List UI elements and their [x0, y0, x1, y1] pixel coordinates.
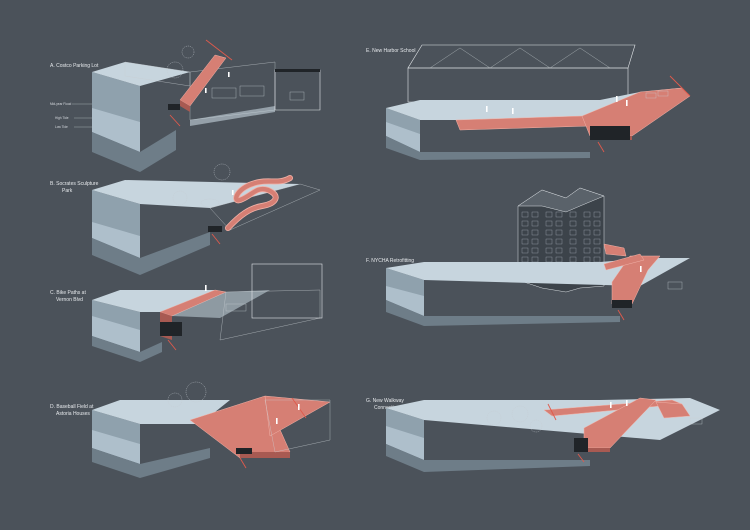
panel-d: D. Baseball Field at Astoria Houses	[50, 381, 331, 478]
panel-e: E. New Harbor School	[366, 44, 691, 160]
walkway	[603, 253, 645, 271]
window-cell	[521, 211, 529, 218]
panel-f-title: F. NYCHA Retrofitting	[366, 258, 414, 264]
panel-a: A. Costco Parking Lot Mid-year Flood Hig…	[50, 39, 321, 172]
level-label: Mid-year Flood	[50, 102, 71, 106]
window-cell	[593, 220, 601, 227]
walkway	[603, 243, 627, 257]
window-cell	[545, 220, 553, 227]
window-cell	[569, 247, 577, 254]
window-cell	[583, 229, 591, 236]
window-cell	[583, 220, 591, 227]
window-cell	[555, 238, 563, 245]
window-cell	[555, 247, 563, 254]
window-cell	[593, 229, 601, 236]
window-cell	[593, 247, 601, 254]
window-cell	[521, 229, 529, 236]
panel-g-title: G. New Walkway	[366, 398, 404, 404]
window-cell	[569, 211, 577, 218]
window-cell	[531, 211, 539, 218]
window-cell	[555, 211, 563, 218]
window-cell	[583, 211, 591, 218]
window-cell	[531, 220, 539, 227]
panel-d-title: D. Baseball Field at	[50, 404, 94, 410]
window-cell	[545, 229, 553, 236]
panel-b: B. Socrates Sculpture Park	[50, 163, 321, 275]
panel-c-title-line2: Vernon Blvd	[56, 297, 83, 303]
window-cell	[531, 229, 539, 236]
window-cell	[569, 238, 577, 245]
panel-c-title: C. Bike Paths at	[50, 290, 86, 296]
window-cell	[583, 247, 591, 254]
panel-e-title: E. New Harbor School	[366, 48, 415, 54]
window-cell	[521, 247, 529, 254]
window-cell	[531, 247, 539, 254]
walkway	[655, 401, 691, 419]
panel-f: F. NYCHA Retrofitting	[366, 187, 690, 326]
panel-b-title: B. Socrates Sculpture	[50, 181, 99, 187]
window-cell	[555, 220, 563, 227]
window-cell	[545, 247, 553, 254]
level-label: High Tide	[55, 116, 69, 120]
window-cell	[569, 220, 577, 227]
window-cell	[545, 238, 553, 245]
window-cell	[521, 238, 529, 245]
window-cell	[593, 211, 601, 218]
window-cell	[531, 238, 539, 245]
walkway	[179, 54, 227, 107]
window-cell	[593, 238, 601, 245]
window-cell	[555, 229, 563, 236]
panel-c: C. Bike Paths at Vernon Blvd	[50, 263, 323, 362]
level-label: Low Tide	[55, 125, 68, 129]
panel-d-title-line2: Astoria Houses	[56, 411, 90, 417]
window-cell	[545, 211, 553, 218]
window-cell	[521, 220, 529, 227]
window-cell	[583, 238, 591, 245]
panel-g: G. New Walkway Connections	[366, 397, 720, 472]
panel-b-title-line2: Park	[62, 188, 73, 194]
window-cell	[569, 229, 577, 236]
walkway	[264, 395, 331, 437]
panel-a-title: A. Costco Parking Lot	[50, 63, 99, 69]
